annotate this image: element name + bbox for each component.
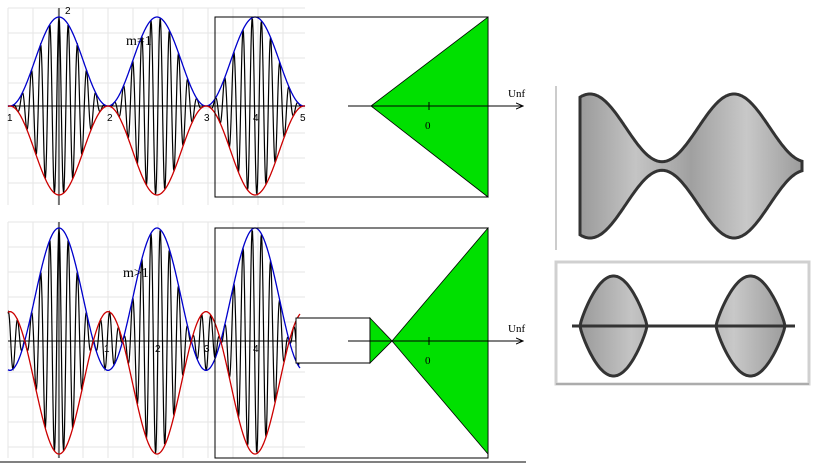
x-tick-top-1: 1 [7,113,13,124]
oscilloscope-photo-m1 [555,86,810,250]
waveform-panel-m-gt-1: m>1 1 2 3 4 [7,218,305,458]
trapezoid-origin-m-gt-1: 0 [425,355,431,367]
trapezoid-origin-m1: 0 [425,120,431,132]
trapezoid-panel-m-gt-1: 0 Unf [214,226,525,459]
x-tick-top-3: 3 [204,113,210,124]
trapezoid-axis-label-m1: Unf [508,88,525,100]
label-m1: m=1 [126,34,152,49]
carrier-wave-bottom [7,227,301,454]
trapezoid-axis-label-m-gt-1: Unf [508,323,525,335]
label-m-gt-1: m>1 [123,266,149,281]
x-tick-bottom-1: 1 [104,344,110,355]
x-tick-bottom-4: 4 [253,344,259,355]
upper-envelope-bottom [7,227,301,371]
x-tick-top-4: 4 [253,113,259,124]
lower-envelope-top [7,105,306,196]
carrier-wave-top [7,16,305,196]
waveform-panel-m1: m=1 2 1 2 3 4 5 [7,5,306,205]
oscilloscope-photo-m-gt-1 [554,260,811,386]
x-tick-bottom-2: 2 [155,344,161,355]
y-tick-top: 2 [65,6,71,17]
trapezoid-panel-m1: 0 Unf [214,16,525,198]
x-tick-top-2: 2 [107,113,113,124]
oscilloscope-trace-m1 [578,92,804,240]
lower-envelope-bottom [7,311,301,455]
x-tick-top-5: 5 [300,113,306,124]
x-tick-bottom-3: 3 [204,344,210,355]
